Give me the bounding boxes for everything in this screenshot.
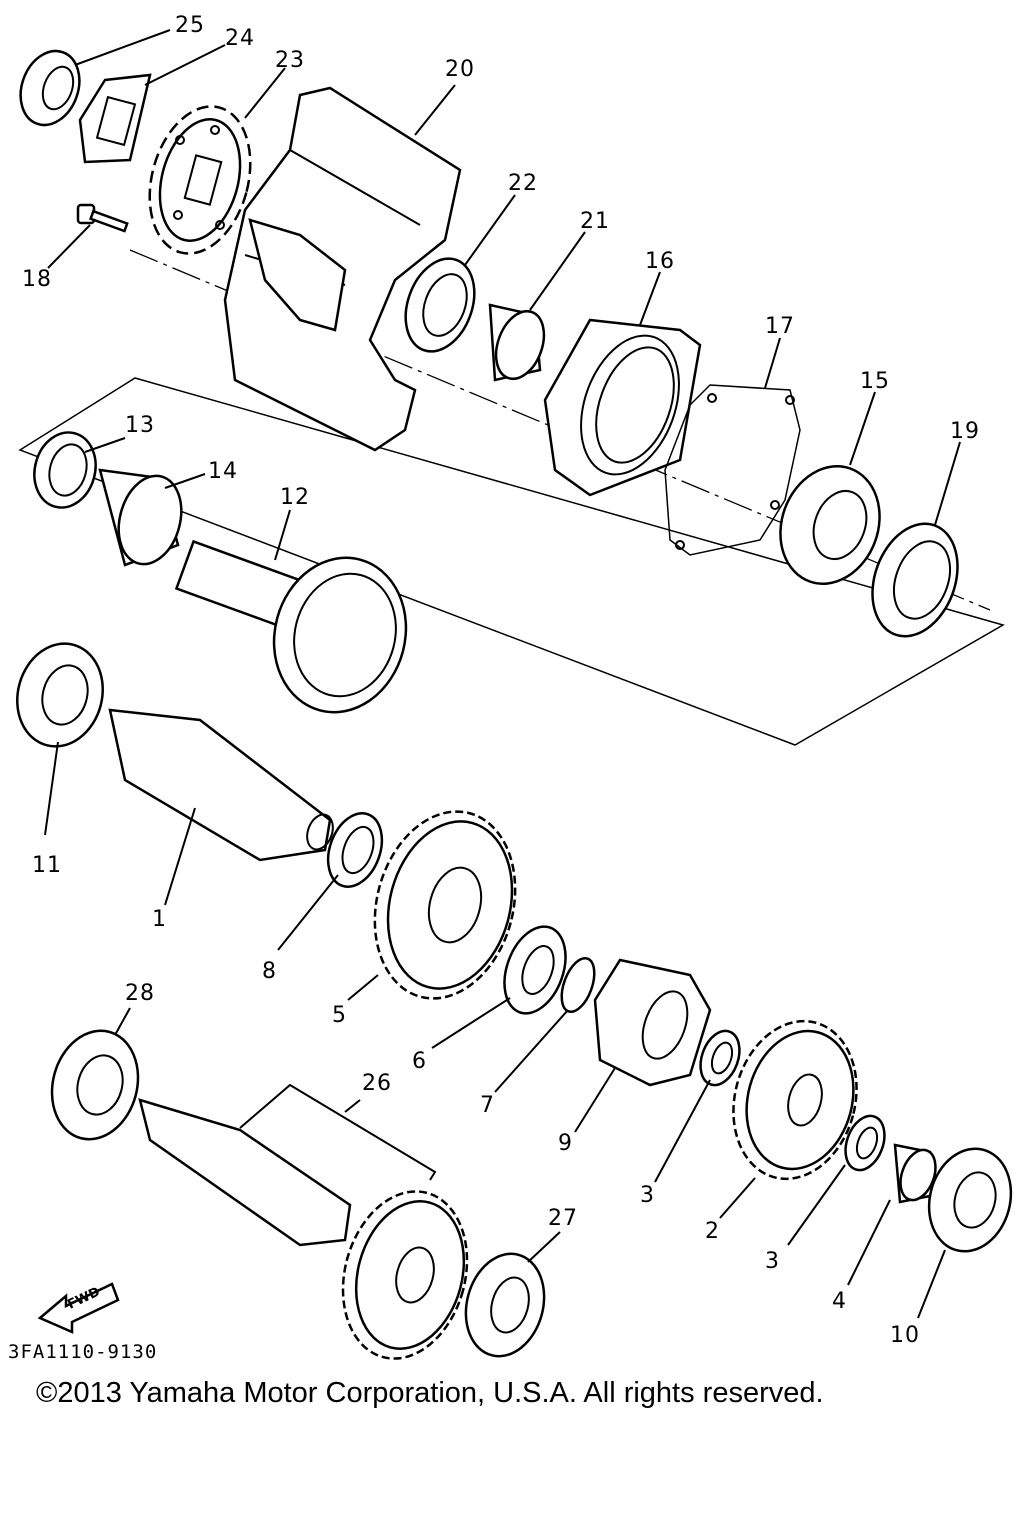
- callout-1: 1: [152, 907, 167, 932]
- part-15-bearing: [779, 465, 881, 585]
- part-12-drive-gear: [174, 539, 408, 714]
- callout-23: 23: [275, 48, 305, 73]
- part-18-bolt: [76, 203, 129, 233]
- callout-9: 9: [558, 1131, 573, 1156]
- part-3-washer-a: [699, 1029, 741, 1087]
- part-10-bearing: [927, 1147, 1013, 1253]
- part-21-collar: [488, 303, 546, 382]
- part-1-primary-shaft: [108, 708, 334, 862]
- part-27-bearing: [464, 1252, 546, 1358]
- callout-7: 7: [480, 1093, 495, 1118]
- part-2-gear: [732, 1019, 858, 1181]
- callout-26: 26: [362, 1071, 392, 1096]
- part-3-washer-b: [844, 1114, 886, 1172]
- callout-16: 16: [645, 249, 675, 274]
- part-24-lock-washer: [78, 73, 152, 164]
- callout-5: 5: [332, 1003, 347, 1028]
- leader-lines: [44, 29, 961, 1319]
- part-7-circlip: [560, 957, 596, 1013]
- part-5-gear: [373, 810, 517, 1000]
- part-9-dog-clutch: [593, 958, 712, 1087]
- part-20-sprocket-cover: [223, 86, 462, 452]
- callout-21: 21: [580, 209, 610, 234]
- callout-15: 15: [860, 369, 890, 394]
- part-6-toothed-washer: [503, 925, 567, 1015]
- part-23-sprocket: [148, 105, 252, 255]
- callout-25: 25: [175, 13, 205, 38]
- callout-17: 17: [765, 314, 795, 339]
- copyright-notice: ©2013 Yamaha Motor Corporation, U.S.A. A…: [36, 1377, 824, 1409]
- fwd-arrow-icon: FWD: [37, 1282, 120, 1334]
- callout-10: 10: [890, 1323, 920, 1348]
- part-25-nut: [19, 49, 81, 127]
- part-14-needle-bearing: [98, 468, 183, 567]
- callout-2: 2: [705, 1219, 720, 1244]
- callout-3-b: 3: [765, 1249, 780, 1274]
- part-19-bearing-retainer: [871, 522, 959, 638]
- callout-24: 24: [225, 26, 255, 51]
- callout-13: 13: [125, 413, 155, 438]
- part-11-bearing: [16, 642, 104, 748]
- part-code: 3FA1110-9130: [8, 1341, 157, 1363]
- callout-6: 6: [412, 1049, 427, 1074]
- callout-14: 14: [208, 459, 238, 484]
- part-16-bearing-housing: [543, 318, 702, 497]
- callout-18: 18: [22, 267, 52, 292]
- callout-22: 22: [508, 171, 538, 196]
- callout-27: 27: [548, 1206, 578, 1231]
- callout-4: 4: [832, 1289, 847, 1314]
- part-13-washer: [33, 431, 97, 509]
- group-outline: [18, 377, 1005, 746]
- callout-28: 28: [125, 981, 155, 1006]
- part-4-collar: [893, 1143, 937, 1204]
- callout-12: 12: [280, 485, 310, 510]
- callout-11: 11: [32, 853, 62, 878]
- part-8-washer: [326, 812, 384, 888]
- part-26-secondary-shaft: [138, 1098, 469, 1360]
- callout-8: 8: [262, 959, 277, 984]
- part-17-gasket: [664, 384, 801, 556]
- part-28-bearing: [50, 1029, 140, 1141]
- callout-20: 20: [445, 57, 475, 82]
- callout-19: 19: [950, 419, 980, 444]
- callout-3-a: 3: [640, 1183, 655, 1208]
- part-22-oil-seal: [404, 257, 476, 353]
- callout-labels: 25 24 23 20 22 21 16 17 15 19 13 14 12 1…: [22, 13, 980, 1348]
